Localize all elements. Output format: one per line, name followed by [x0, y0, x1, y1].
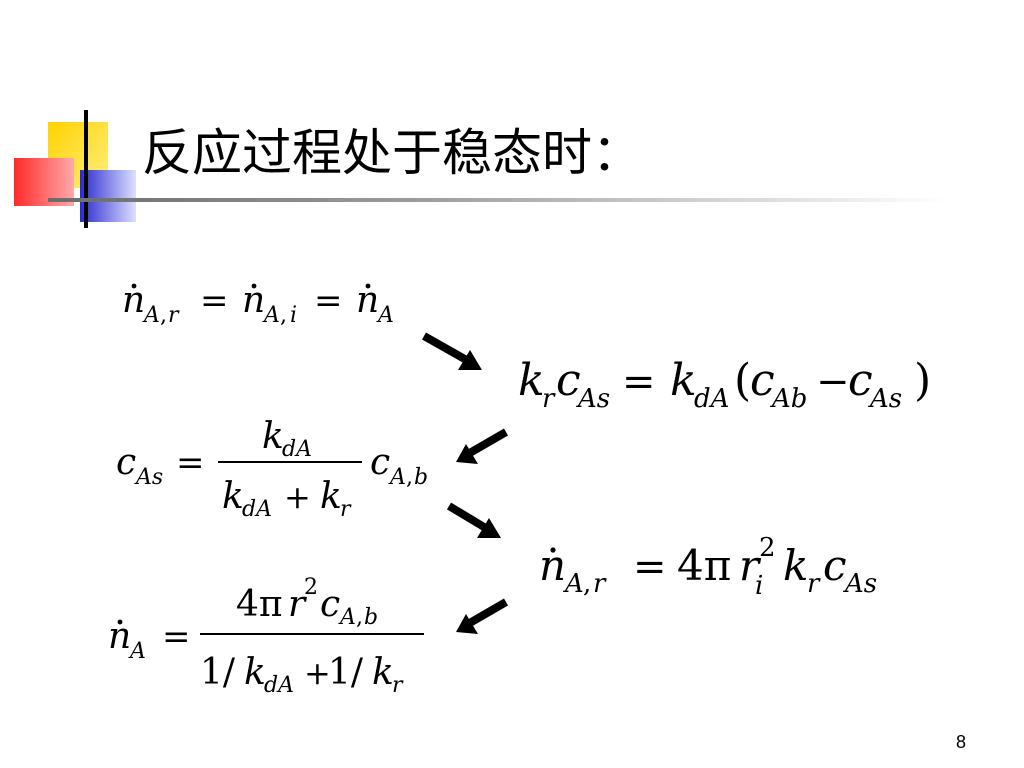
eq4-dot-icon	[550, 547, 556, 553]
eq2-equals: =	[622, 359, 656, 405]
eq1-n: n	[122, 280, 145, 321]
eq4-four-pi: 4π	[677, 541, 731, 590]
eq3-den-sub-dA: dA	[242, 497, 272, 522]
eq2-lparen: (	[734, 355, 751, 406]
eq4-sub-As: As	[843, 569, 877, 599]
eq5-sub-A2: A	[338, 605, 356, 630]
eq3-num-k: k	[262, 416, 284, 457]
equation-reaction-rate: n A , r = 4π r 2 i k r c As	[535, 530, 915, 614]
eq2-sub-r: r	[542, 384, 556, 414]
eq5-den-one-slash2: 1/	[328, 652, 364, 693]
eq3-sub-A: A	[388, 465, 406, 490]
eq3-c: c	[116, 442, 136, 483]
eq1-dot3-icon	[365, 283, 371, 289]
eq5-den-k2: k	[372, 652, 394, 693]
eq2-sub-dA: dA	[694, 384, 729, 414]
eq1-sub-A3: A	[376, 303, 394, 328]
eq2-minus: −	[816, 359, 850, 405]
eq3-num-sub-dA: dA	[282, 437, 312, 462]
eq4-sub-r2: r	[807, 569, 821, 599]
eq1-dot2-icon	[251, 283, 257, 289]
page-number: 8	[955, 732, 966, 752]
equation-rate-balance: k r c As = k dA ( c Ab − c As )	[518, 345, 948, 429]
eq2-rparen: )	[914, 355, 931, 406]
eq4-sub-comma: ,	[583, 569, 591, 599]
eq2-sub-Ab: Ab	[770, 384, 807, 414]
eq4-sup-2: 2	[759, 533, 776, 563]
eq1-sub-r: r	[168, 303, 180, 328]
eq1-sub-A2: A	[262, 303, 280, 328]
eq2-sub-As2: As	[868, 384, 902, 414]
eq5-den-one-slash: 1/	[200, 652, 236, 693]
eq5-sub-comma: ,	[356, 605, 363, 630]
eq5-sub-b: b	[364, 605, 378, 630]
equation-overall-flux: n A = 4π r 2 c A , b 1/ k dA + 1/ k r	[104, 572, 434, 706]
eq3-den-sub-r: r	[340, 497, 352, 522]
eq4-equals: =	[633, 544, 667, 590]
eq3-plus: +	[284, 478, 311, 516]
eq5-sup-2: 2	[304, 575, 318, 600]
eq2-c: c	[556, 355, 581, 406]
equation-flux-equality: n A , r = n A , i = n A	[118, 270, 418, 344]
eq1-sub-i: i	[290, 303, 297, 328]
eq2-sub-As: As	[576, 384, 610, 414]
eq2-c3: c	[848, 355, 873, 406]
eq5-four-pi: 4π	[236, 584, 283, 625]
arrow-down-left-icon	[456, 428, 509, 464]
eq5-den-sub-dA: dA	[264, 673, 294, 698]
arrow-down-left-icon	[456, 598, 509, 634]
eq5-plus: +	[304, 654, 331, 692]
eq1-sub-comma2: ,	[280, 303, 287, 328]
eq5-n: n	[108, 616, 131, 657]
eq4-c: c	[823, 541, 847, 590]
eq3-sub-comma: ,	[406, 465, 413, 490]
eq4-k: k	[783, 541, 808, 590]
eq3-sub-b: b	[414, 465, 428, 490]
eq5-equals: =	[162, 617, 191, 657]
eq5-dot-icon	[117, 619, 123, 625]
eq2-c2: c	[750, 355, 775, 406]
eq1-n2: n	[242, 280, 265, 321]
equation-surface-concentration: c As = k dA k dA + k r c A , b	[112, 410, 452, 534]
eq1-sub-A: A	[142, 303, 160, 328]
eq3-c2: c	[370, 442, 390, 483]
deco-blue-square	[80, 170, 136, 222]
eq2-k: k	[518, 355, 545, 406]
eq5-sub-A: A	[128, 639, 146, 664]
eq1-equals: =	[200, 281, 229, 321]
title-underline	[48, 198, 948, 202]
eq4-r: r	[739, 541, 762, 590]
eq1-dot-icon	[131, 283, 137, 289]
eq1-equals2: =	[314, 281, 343, 321]
eq4-sub-r: r	[593, 569, 607, 599]
eq5-c: c	[320, 584, 340, 625]
arrow-down-right-icon	[446, 502, 501, 538]
eq2-k2: k	[670, 355, 697, 406]
eq5-den-sub-r: r	[392, 673, 404, 698]
deco-black-bar-vertical	[84, 110, 88, 228]
eq5-den-k: k	[244, 652, 266, 693]
eq3-equals: =	[176, 443, 205, 483]
slide-title: 反应过程处于稳态时：	[142, 124, 642, 182]
eq5-r: r	[288, 584, 307, 625]
eq3-den-k2: k	[320, 476, 342, 517]
eq4-sub-A: A	[563, 569, 584, 599]
eq1-sub-comma: ,	[160, 303, 167, 328]
arrow-down-right-icon	[422, 332, 482, 370]
eq4-sub-i: i	[755, 571, 763, 601]
eq3-den-k: k	[222, 476, 244, 517]
title-decoration-icon	[14, 110, 136, 228]
eq3-sub-As: As	[134, 465, 163, 490]
eq1-n3: n	[356, 280, 379, 321]
